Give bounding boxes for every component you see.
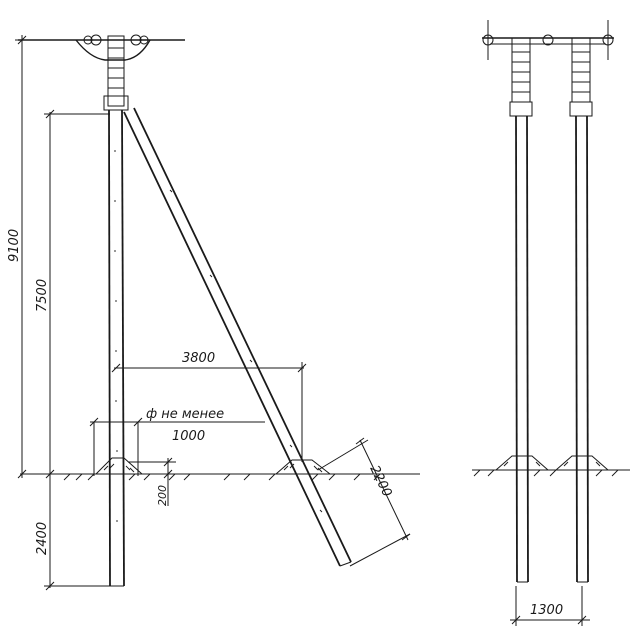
dimension-pit-1000: ф не менее 1000 — [89, 407, 265, 476]
front-view: 1300 — [472, 20, 630, 626]
front-pole-left — [509, 37, 533, 583]
pole-top-assembly — [18, 34, 185, 111]
side-view: 9100 7500 3800 ф не менее 1000 — [7, 34, 420, 591]
brace-base-label: 3800 — [182, 351, 215, 366]
dimension-3800: 3800 — [111, 351, 307, 462]
main-pole — [108, 109, 125, 587]
pit-depth-label: 200 — [156, 485, 169, 506]
dimension-9100: 9100 — [7, 35, 80, 479]
dimension-200: 200 — [128, 457, 176, 506]
soil-mound-pole — [95, 457, 143, 475]
front-pole-right — [569, 37, 593, 583]
attach-height-label: 7500 — [35, 279, 50, 312]
brace-depth-label: 2200 — [366, 463, 394, 499]
pit-label-line1: ф не менее — [146, 407, 224, 422]
pole-spacing-label: 1300 — [530, 603, 563, 618]
pit-label-line2: 1000 — [172, 429, 205, 444]
right-insulator-icon — [130, 34, 142, 46]
left-insulator-icon — [90, 34, 102, 46]
dimension-1300: 1300 — [510, 586, 590, 626]
depth-label: 2400 — [35, 522, 50, 555]
brace-strut — [123, 107, 352, 567]
height-label: 9100 — [7, 229, 22, 262]
ground-line-left — [20, 473, 420, 481]
crossarm — [482, 20, 614, 60]
dimension-2400: 2400 — [35, 478, 110, 591]
dimension-7500: 7500 — [35, 109, 110, 479]
ground-line-right — [472, 455, 630, 477]
wire-middle-icon — [542, 34, 554, 46]
